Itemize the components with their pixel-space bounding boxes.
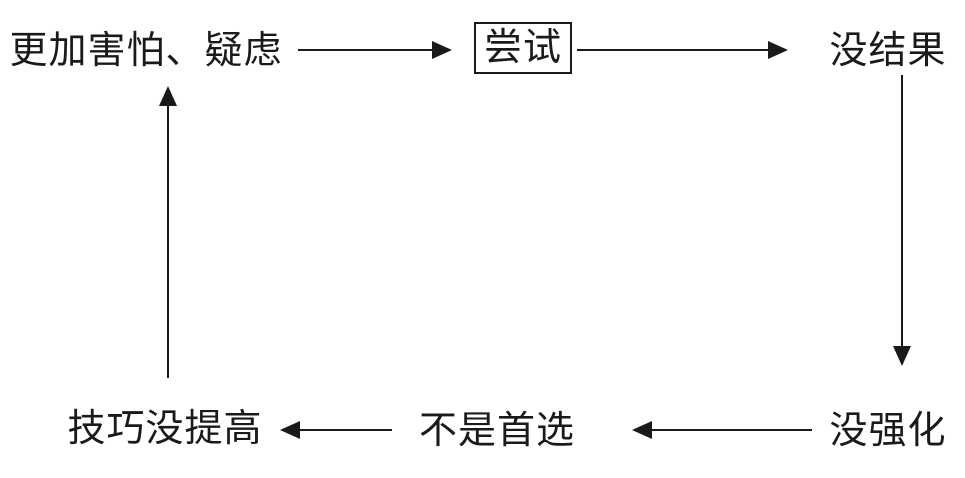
arrowhead-right-icon xyxy=(768,41,788,59)
node-skill-not-improved: 技巧没提高 xyxy=(67,406,263,450)
edge-skill-to-more-fear xyxy=(159,86,177,378)
arrowhead-left-icon xyxy=(632,421,652,439)
edge-no-reinforce-to-not-first xyxy=(632,421,812,439)
edge-more-fear-to-try xyxy=(298,41,452,59)
arrowhead-right-icon xyxy=(432,41,452,59)
node-try: 尝试 xyxy=(473,22,573,74)
arrowhead-left-icon xyxy=(280,421,300,439)
node-more-fear: 更加害怕、疑虑 xyxy=(9,28,283,72)
node-not-first-choice: 不是首选 xyxy=(418,408,576,452)
edge-not-first-to-skill xyxy=(280,421,392,439)
node-no-reinforce: 没强化 xyxy=(829,408,947,452)
arrowhead-down-icon xyxy=(893,346,911,366)
node-no-result: 没结果 xyxy=(829,28,947,72)
edge-no-result-to-no-reinforce xyxy=(893,75,911,366)
edge-try-to-no-result xyxy=(577,41,788,59)
arrowhead-up-icon xyxy=(159,86,177,106)
